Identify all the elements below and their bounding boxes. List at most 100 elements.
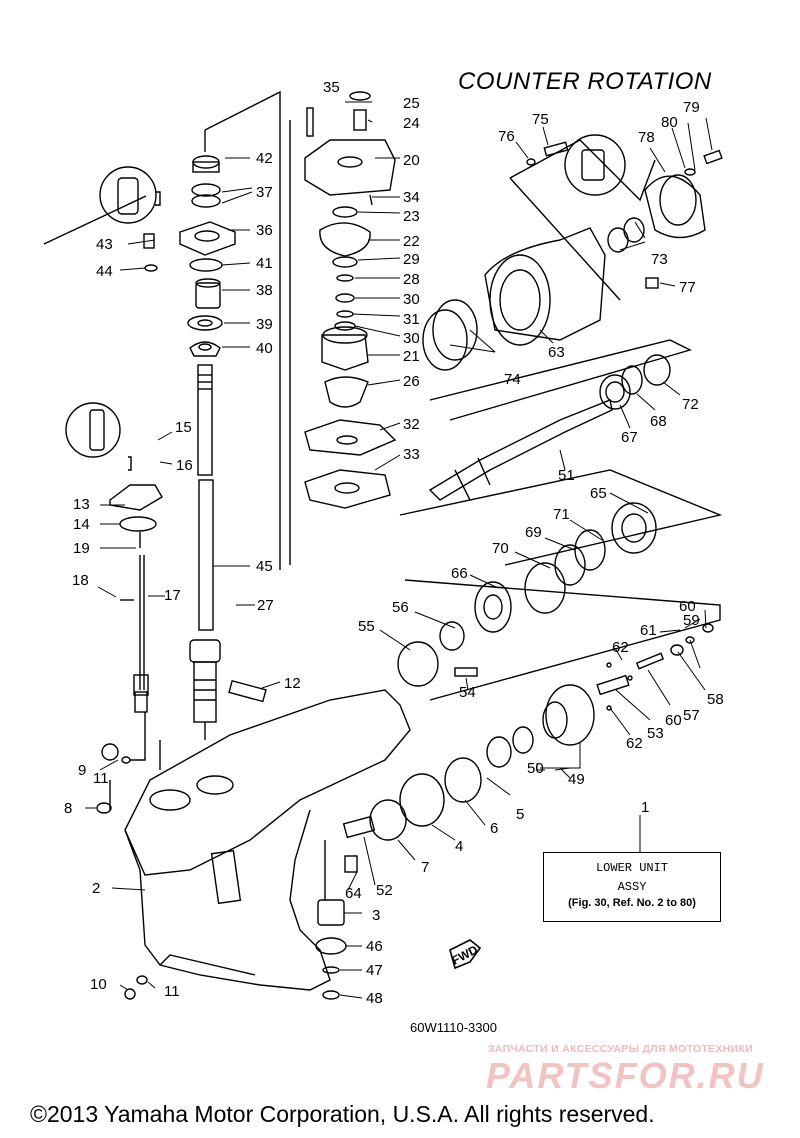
part-label: 15 <box>175 419 192 436</box>
part-label: 14 <box>73 516 90 533</box>
part-label: 63 <box>548 344 565 361</box>
driveshaft-housing-group <box>43 90 281 740</box>
part-label: 29 <box>403 251 420 268</box>
part-label: 9 <box>78 762 86 779</box>
part-label: 24 <box>403 115 420 132</box>
part-label: 69 <box>525 524 542 541</box>
part-label: 50 <box>527 760 544 777</box>
part-label: 11 <box>164 983 180 1000</box>
part-label: 80 <box>661 114 678 131</box>
part-label: 10 <box>90 976 107 993</box>
part-label: 64 <box>345 885 362 902</box>
part-label: 18 <box>72 572 89 589</box>
part-label: 77 <box>679 279 696 296</box>
shift-rod-group <box>65 402 163 761</box>
part-label: 36 <box>256 222 273 239</box>
part-label: 35 <box>323 79 340 96</box>
copyright-notice: ©2013 Yamaha Motor Corporation, U.S.A. A… <box>30 1101 655 1127</box>
part-label: 30 <box>403 330 420 347</box>
part-label: 74 <box>504 371 521 388</box>
water-pump-group <box>289 91 397 565</box>
part-label: 19 <box>73 540 90 557</box>
part-label: 32 <box>403 416 420 433</box>
part-label: 44 <box>96 263 113 280</box>
propeller-shaft-housing-group <box>422 134 723 371</box>
part-label: 70 <box>492 540 509 557</box>
part-label: 51 <box>558 467 575 484</box>
part-label: 66 <box>451 565 468 582</box>
part-label: 52 <box>376 882 393 899</box>
watermark-logo: PARTSFOR.RU <box>486 1055 765 1096</box>
part-label: 22 <box>403 233 420 250</box>
part-label: 76 <box>498 128 515 145</box>
part-label: 34 <box>403 189 420 206</box>
part-label: 71 <box>553 506 570 523</box>
leader-lines <box>85 101 713 999</box>
part-label: 65 <box>590 485 607 502</box>
part-label: 4 <box>455 838 463 855</box>
part-label: 57 <box>683 707 700 724</box>
part-label: 59 <box>683 612 700 629</box>
part-label: 26 <box>403 373 420 390</box>
part-label: 6 <box>490 820 498 837</box>
part-number-labels: 1 2 3 4 5 6 7 8 9 10 11 11 12 13 14 15 1… <box>64 79 724 1007</box>
part-label: 5 <box>516 806 524 823</box>
part-label: 27 <box>257 597 274 614</box>
part-label: 20 <box>403 152 420 169</box>
part-label: 12 <box>284 675 301 692</box>
part-label: 17 <box>164 587 181 604</box>
part-label: 72 <box>682 396 699 413</box>
part-label: 58 <box>707 691 724 708</box>
lower-unit-housing <box>96 679 411 1000</box>
part-label: 7 <box>421 859 429 876</box>
part-label: 38 <box>256 282 273 299</box>
part-label: 11 <box>93 770 109 787</box>
part-label: 78 <box>638 129 655 146</box>
part-label: 55 <box>358 618 375 635</box>
pinion-group <box>315 815 376 1000</box>
drawing-number: 60W1110-3300 <box>410 1020 497 1035</box>
part-label: 45 <box>256 558 273 575</box>
part-label: 48 <box>366 990 383 1007</box>
watermark-text: ЗАПЧАСТИ И АКСЕССУАРЫ ДЛЯ МОТОТЕХНИКИ <box>488 1043 754 1055</box>
part-label: 13 <box>73 496 90 513</box>
part-label: 33 <box>403 446 420 463</box>
propeller-shaft-group <box>399 339 723 614</box>
lower-unit-assy-box: LOWER UNIT ASSY (Fig. 30, Ref. No. 2 to … <box>543 852 721 922</box>
part-label: 28 <box>403 271 420 288</box>
part-label: 31 <box>403 311 420 328</box>
part-label: 42 <box>256 150 273 167</box>
part-label: 56 <box>392 599 409 616</box>
part-label: 62 <box>626 735 643 752</box>
part-label: 41 <box>256 255 273 272</box>
part-label: 79 <box>683 99 700 116</box>
part-label: 67 <box>621 429 638 446</box>
part-label: 8 <box>64 800 72 817</box>
part-label: 73 <box>651 251 668 268</box>
part-label: 40 <box>256 340 273 357</box>
part-label: 62 <box>612 639 629 656</box>
diagram-title: COUNTER ROTATION <box>458 68 712 95</box>
part-label: 53 <box>647 725 664 742</box>
assy-box-line-3: (Fig. 30, Ref. No. 2 to 80) <box>568 897 696 909</box>
part-label: 49 <box>568 771 585 788</box>
assy-box-line-2: ASSY <box>617 880 647 894</box>
part-label: 25 <box>403 95 420 112</box>
part-label: 1 <box>641 799 649 816</box>
part-label: 23 <box>403 208 420 225</box>
part-label: 61 <box>640 622 657 639</box>
part-label: 46 <box>366 938 383 955</box>
part-label: 16 <box>176 457 193 474</box>
part-label: 54 <box>459 684 476 701</box>
part-label: 30 <box>403 291 420 308</box>
part-label: 75 <box>532 111 549 128</box>
part-label: 68 <box>650 413 667 430</box>
gear-group <box>369 579 721 841</box>
part-label: 39 <box>256 316 273 333</box>
part-label: 43 <box>96 236 113 253</box>
part-label: 3 <box>372 907 380 924</box>
part-label: 37 <box>256 184 273 201</box>
part-label: 47 <box>366 962 383 979</box>
